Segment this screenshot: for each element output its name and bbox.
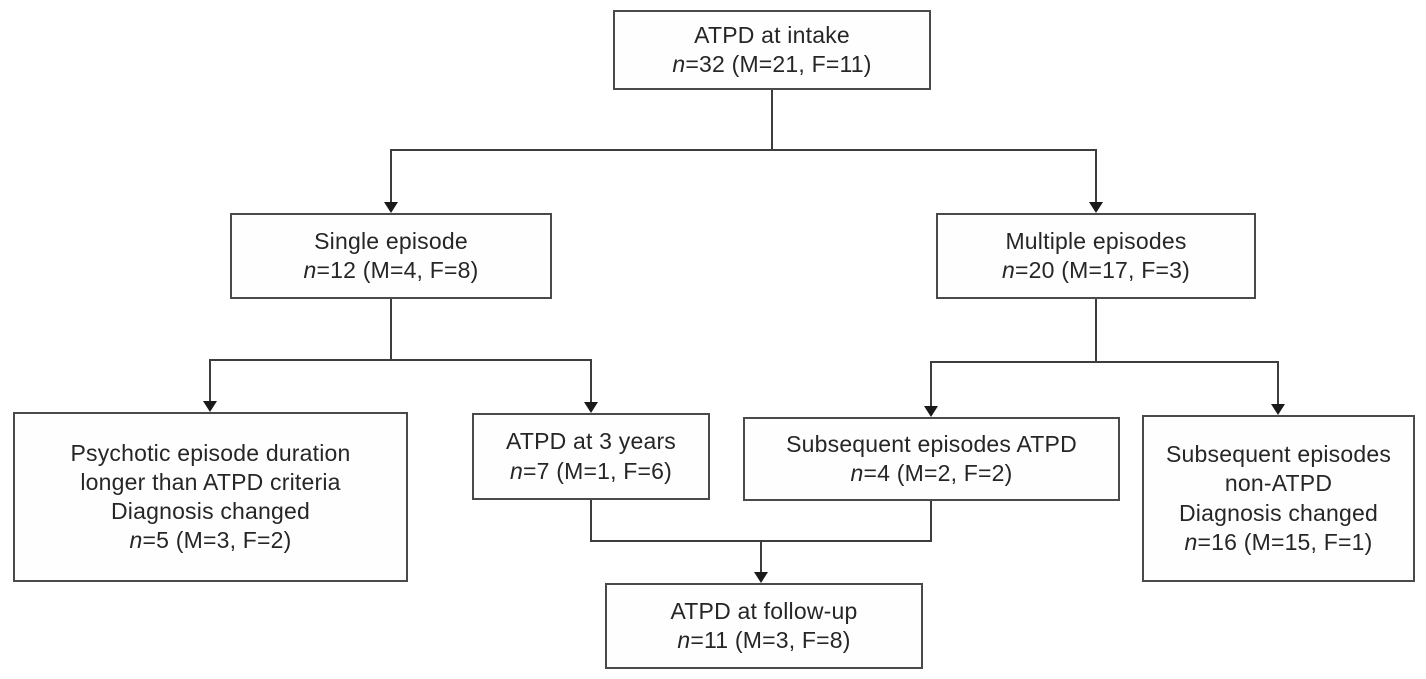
arrow-down-icon	[384, 202, 398, 213]
node-line2: longer than ATPD criteria	[80, 468, 341, 495]
n-symbol: n	[677, 627, 691, 653]
node-stats: n=7 (M=1, F=6)	[510, 457, 672, 486]
connector-merge-followup	[590, 500, 932, 575]
n-symbol: n	[850, 460, 864, 486]
node-atpd-at-3-years: ATPD at 3 years n=7 (M=1, F=6)	[472, 413, 710, 500]
stats-value: =12 (M=4, F=8)	[316, 257, 479, 283]
node-stats: n=4 (M=2, F=2)	[851, 459, 1013, 488]
node-stats: n=20 (M=17, F=3)	[1002, 256, 1190, 285]
node-stats: n=12 (M=4, F=8)	[304, 256, 479, 285]
n-symbol: n	[303, 257, 317, 283]
node-line3: Diagnosis changed	[110, 498, 311, 524]
arrow-down-icon	[754, 572, 768, 583]
n-symbol: n	[672, 51, 686, 77]
node-title: Subsequent episodes ATPD	[786, 430, 1077, 457]
stats-value: =16 (M=15, F=1)	[1197, 528, 1373, 555]
stats-value: =5 (M=3, F=2)	[142, 527, 292, 554]
arrow-down-icon	[1089, 202, 1103, 213]
arrow-down-icon	[584, 402, 598, 413]
arrow-down-icon	[924, 406, 938, 417]
stats-value: =11 (M=3, F=8)	[690, 627, 851, 653]
node-atpd-at-intake: ATPD at intake n=32 (M=21, F=11)	[613, 10, 931, 90]
node-stats: n=16 (M=15, F=1)	[1185, 528, 1373, 557]
node-duration-diagnosis-changed: Psychotic episode duration longer than A…	[13, 412, 408, 582]
node-title: Psychotic episode duration	[70, 439, 351, 466]
connector-multiple-split	[930, 299, 1279, 409]
connector-intake-split	[390, 90, 1097, 205]
node-title: ATPD at follow-up	[670, 597, 858, 624]
node-single-episode: Single episode n=12 (M=4, F=8)	[230, 213, 552, 299]
node-title: ATPD at 3 years	[505, 428, 677, 455]
stats-value: =20 (M=17, F=3)	[1015, 257, 1190, 283]
node-title: Single episode	[314, 227, 468, 254]
node-subsequent-episodes-non-atpd: Subsequent episodes non-ATPD Diagnosis c…	[1142, 415, 1415, 582]
node-title: Multiple episodes	[1005, 227, 1187, 254]
stats-value: =7 (M=1, F=6)	[523, 457, 672, 484]
node-title: Subsequent episodes	[1165, 441, 1392, 468]
node-stats: n=32 (M=21, F=11)	[672, 50, 871, 79]
node-title: ATPD at intake	[694, 21, 850, 48]
n-symbol: n	[1002, 257, 1016, 283]
node-multiple-episodes: Multiple episodes n=20 (M=17, F=3)	[936, 213, 1256, 299]
stats-value: =4 (M=2, F=2)	[863, 460, 1013, 486]
arrow-down-icon	[203, 401, 217, 412]
connector-single-split	[209, 299, 592, 405]
arrow-down-icon	[1271, 404, 1285, 415]
node-stats: n=11 (M=3, F=8)	[677, 626, 850, 655]
node-atpd-at-follow-up: ATPD at follow-up n=11 (M=3, F=8)	[605, 583, 923, 669]
connector-group	[209, 90, 1279, 575]
node-line2: non-ATPD	[1224, 470, 1333, 497]
node-line3: Diagnosis changed	[1178, 499, 1379, 526]
n-symbol: n	[129, 527, 143, 554]
node-stats: n=5 (M=3, F=2)	[130, 526, 292, 555]
node-subsequent-episodes-atpd: Subsequent episodes ATPD n=4 (M=2, F=2)	[743, 417, 1120, 501]
stats-value: =32 (M=21, F=11)	[685, 51, 872, 77]
n-symbol: n	[510, 457, 524, 484]
arrowheads-group	[203, 202, 1285, 583]
n-symbol: n	[1184, 528, 1198, 555]
